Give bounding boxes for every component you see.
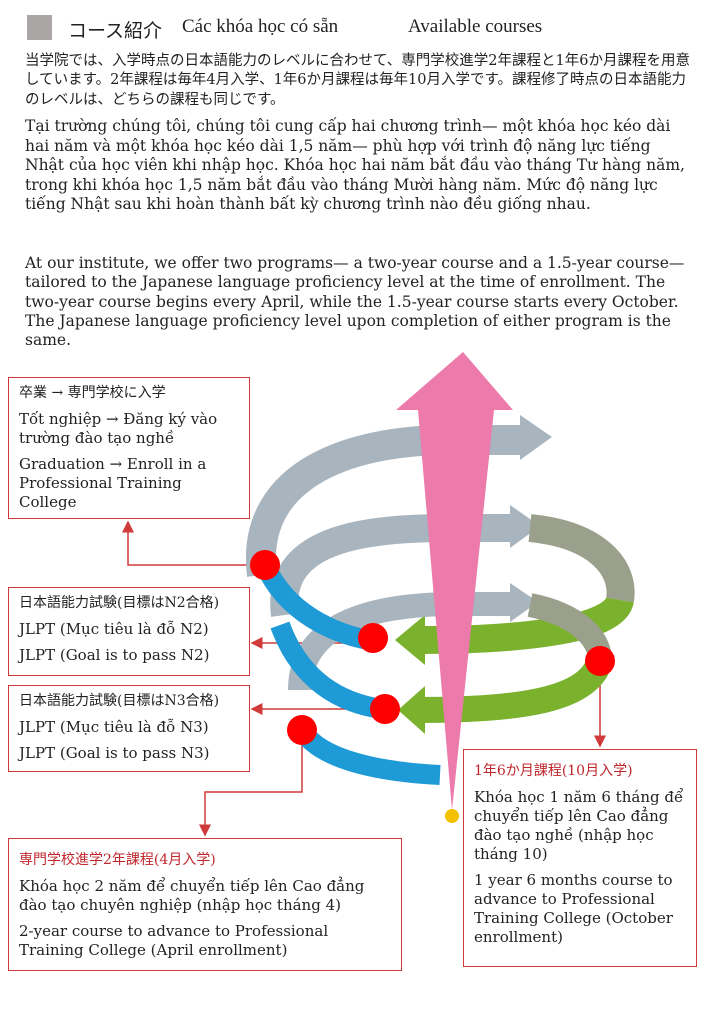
graduation-vi: Tốt nghiệp → Đăng ký vào trường đào tạo … <box>19 410 218 447</box>
course-2-vi: Khóa học 2 năm để chuyển tiếp lên Cao đẳ… <box>19 877 365 914</box>
course-15-box: 1年6か月課程(10月入学) Khóa học 1 năm 6 tháng để… <box>463 749 697 967</box>
n3-jp: 日本語能力試験(目標はN3合格) <box>19 693 220 709</box>
intro-vi: Tại trường chúng tôi, chúng tôi cung cấp… <box>25 117 685 213</box>
n2-vi: JLPT (Mục tiêu là đỗ N2) <box>19 620 209 638</box>
course-2-en: 2-year course to advance to Professional… <box>19 922 329 959</box>
header-en: Available courses <box>408 16 543 37</box>
course-2-jp: 専門学校進学2年課程(4月入学) <box>19 852 216 868</box>
n3-vi: JLPT (Mục tiêu là đỗ N3) <box>19 718 209 736</box>
course-15-vi: Khóa học 1 năm 6 tháng để chuyển tiếp lê… <box>474 788 684 863</box>
course-15-en: 1 year 6 months course to advance to Pro… <box>474 871 673 946</box>
course-2-box: 専門学校進学2年課程(4月入学) Khóa học 2 năm để chuyể… <box>8 838 402 971</box>
n3-en: JLPT (Goal is to pass N3) <box>19 744 210 762</box>
n3-box: 日本語能力試験(目標はN3合格) JLPT (Mục tiêu là đỗ N3… <box>8 685 250 772</box>
graduation-en: Graduation → Enroll in a Professional Tr… <box>19 455 207 511</box>
header-jp: コース紹介 <box>68 21 163 42</box>
header-square-icon <box>27 15 52 40</box>
n2-box: 日本語能力試験(目標はN2合格) JLPT (Mục tiêu là đỗ N2… <box>8 587 250 676</box>
graduation-box: 卒業 → 専門学校に入学 Tốt nghiệp → Đăng ký vào tr… <box>8 377 250 519</box>
header-vi: Các khóa học có sẵn <box>182 16 339 37</box>
intro-en: At our institute, we offer two programs—… <box>25 254 685 350</box>
course-15-jp: 1年6か月課程(10月入学) <box>474 763 633 779</box>
n2-en: JLPT (Goal is to pass N2) <box>19 646 210 664</box>
graduation-jp: 卒業 → 専門学校に入学 <box>19 385 166 401</box>
progress-arrow <box>396 352 513 810</box>
milestone-dots <box>250 550 615 745</box>
start-dot <box>445 809 459 823</box>
n2-jp: 日本語能力試験(目標はN2合格) <box>19 595 220 611</box>
intro-jp: 当学院では、入学時点の日本語能力のレベルに合わせて、専門学校進学2年課程と1年6… <box>25 53 690 108</box>
